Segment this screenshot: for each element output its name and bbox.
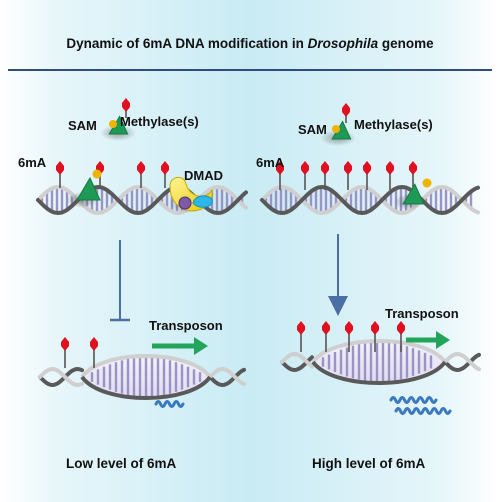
methyl-mark [397, 321, 405, 335]
dna-strand-back [208, 366, 246, 387]
dna-strand-front [311, 360, 447, 385]
methyl-mark [363, 161, 371, 175]
dna-strand-back [443, 351, 481, 372]
dna-strand-back [260, 184, 480, 216]
sam-molecule [422, 178, 432, 188]
right-caption: High level of 6mA [312, 456, 426, 471]
left-dna-helix [36, 98, 248, 322]
left-caption: Low level of 6mA [66, 456, 177, 471]
dna-strand-front [443, 352, 481, 373]
dna-strand-back [280, 351, 314, 369]
transposon-transcript [394, 407, 452, 415]
dmad-label: DMAD [184, 168, 223, 183]
left-sam-label: SAM [68, 118, 97, 133]
dna-strand-front [38, 366, 84, 388]
methyl-mark [61, 337, 69, 351]
methylase-enzyme [76, 176, 101, 201]
dna-strand-front [260, 184, 480, 216]
right-6ma-label: 6mA [256, 155, 285, 170]
methyl-mark [386, 161, 394, 175]
figure-title: Dynamic of 6mA DNA modification in Droso… [66, 36, 434, 51]
methyl-mark [342, 103, 350, 117]
left-transposon-label: Transposon [149, 318, 223, 333]
transposon-arrow-head [194, 337, 208, 355]
right-methylase-label: Methylase(s) [354, 117, 433, 132]
dna-strand-front [80, 375, 212, 400]
methyl-mark [321, 161, 329, 175]
right-open-chromatin [280, 321, 481, 415]
dna-strand-back [38, 366, 84, 388]
methylase-enzyme [402, 183, 425, 205]
left-6ma-label: 6mA [18, 155, 47, 170]
title-divider [8, 69, 492, 71]
transposon-transcript [389, 396, 438, 404]
methyl-mark [122, 98, 130, 112]
right-sam-label: SAM [298, 122, 327, 137]
methyl-mark [161, 161, 169, 175]
methyl-mark [90, 337, 98, 351]
methyl-mark [276, 161, 284, 175]
sam-molecule [109, 120, 117, 128]
methyl-mark [345, 321, 353, 335]
methyl-mark [344, 161, 352, 175]
right-dna-helix [260, 103, 480, 316]
methyl-mark [322, 321, 330, 335]
left-open-chromatin [38, 337, 246, 408]
dmad-cofactor [192, 195, 213, 208]
methyl-mark [137, 161, 145, 175]
methyl-mark [301, 161, 309, 175]
dna-strand-back [311, 339, 447, 364]
sam-molecule [92, 169, 102, 179]
transposon-arrow-head [436, 331, 450, 349]
right-transposon-label: Transposon [385, 306, 459, 321]
methyl-mark [56, 161, 64, 175]
dmad-substrate [178, 196, 192, 210]
left-methylase-label: Methylase(s) [120, 114, 199, 129]
sam-molecule [332, 125, 340, 133]
methyl-mark [297, 321, 305, 335]
dna-strand-front [208, 367, 246, 388]
methyl-mark [371, 321, 379, 335]
methyl-mark [409, 161, 417, 175]
transposon-transcript [154, 400, 185, 408]
dna-strand-back [80, 354, 212, 379]
